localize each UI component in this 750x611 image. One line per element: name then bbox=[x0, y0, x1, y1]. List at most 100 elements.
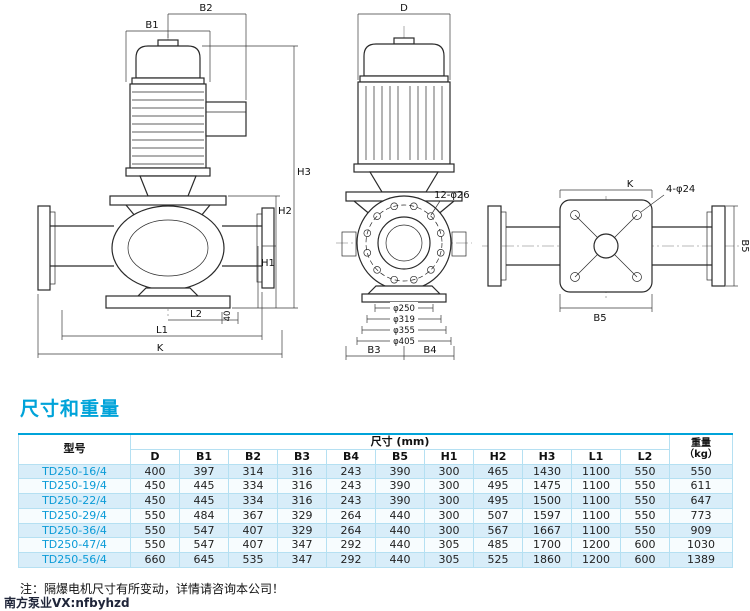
weight-cell: 611 bbox=[669, 478, 733, 494]
weight-cell: 647 bbox=[669, 493, 733, 509]
dim-cell-b5: 390 bbox=[375, 463, 425, 480]
technical-drawings: B2 B1 H3 H2 H1 L2 40 L1 K bbox=[37, 3, 750, 360]
dim-cell-h2: 495 bbox=[473, 493, 523, 509]
header-dimensions-group: 尺寸 (mm) bbox=[130, 433, 670, 450]
model-cell: TD250-47/4 bbox=[18, 537, 131, 553]
dim-label-d: D bbox=[400, 3, 408, 14]
header-weight: 重量 （kg） bbox=[669, 433, 733, 465]
dim-cell-b4: 264 bbox=[326, 522, 376, 539]
lifting-eye bbox=[157, 39, 179, 47]
dim-cell-l1: 1200 bbox=[571, 537, 621, 553]
lantern-adapter bbox=[368, 171, 440, 193]
model-cell: TD250-29/4 bbox=[18, 507, 131, 524]
dim-cell-h1: 300 bbox=[424, 493, 474, 509]
dim-cell-b1: 445 bbox=[179, 478, 229, 494]
dim-cell-h3: 1700 bbox=[522, 537, 572, 553]
header-dim-l1: L1 bbox=[571, 448, 621, 465]
fan-cover bbox=[363, 43, 445, 77]
dim-cell-h1: 305 bbox=[424, 552, 474, 568]
weight-cell: 1030 bbox=[669, 537, 733, 553]
dim-cell-b4: 264 bbox=[326, 507, 376, 524]
header-dim-b5: B5 bbox=[375, 448, 425, 465]
dim-cell-b3: 316 bbox=[277, 493, 327, 509]
dim-cell-l2: 600 bbox=[620, 552, 670, 568]
dim-cell-b5: 440 bbox=[375, 537, 425, 553]
dim-cell-d: 450 bbox=[130, 493, 180, 509]
dim-cell-h2: 485 bbox=[473, 537, 523, 553]
dim-label-l1: L1 bbox=[156, 325, 168, 336]
discharge-flange bbox=[261, 207, 275, 289]
suction-flange bbox=[487, 205, 502, 287]
front-view-dimension-lines bbox=[345, 13, 455, 360]
dim-cell-b4: 243 bbox=[326, 493, 376, 509]
dim-cell-b1: 484 bbox=[179, 507, 229, 524]
model-cell: TD250-22/4 bbox=[18, 493, 131, 509]
dim-label-h2: H2 bbox=[278, 206, 292, 217]
header-weight-line2: （kg） bbox=[684, 449, 718, 461]
dim-cell-b4: 292 bbox=[326, 552, 376, 568]
dim-cell-b5: 390 bbox=[375, 478, 425, 494]
dim-cell-h3: 1475 bbox=[522, 478, 572, 494]
dim-cell-h1: 300 bbox=[424, 507, 474, 524]
dim-cell-h2: 525 bbox=[473, 552, 523, 568]
model-cell: TD250-36/4 bbox=[18, 522, 131, 539]
dim-cell-d: 450 bbox=[130, 478, 180, 494]
weight-cell: 1389 bbox=[669, 552, 733, 568]
terminal-box bbox=[205, 101, 247, 137]
dim-label-phi250: φ250 bbox=[393, 304, 415, 314]
pump-foot bbox=[136, 287, 200, 297]
shaft-center bbox=[593, 233, 619, 259]
dim-cell-l2: 550 bbox=[620, 463, 670, 480]
dim-cell-l1: 1100 bbox=[571, 507, 621, 524]
header-dim-b1: B1 bbox=[179, 448, 229, 465]
dim-label-h1: H1 bbox=[261, 258, 275, 269]
table-body: TD250-16/4 400 397 314 316 243 390 300 4… bbox=[18, 463, 733, 568]
dim-cell-b4: 243 bbox=[326, 463, 376, 480]
fan-cover-flange bbox=[359, 75, 449, 83]
header-dim-b4: B4 bbox=[326, 448, 376, 465]
table-row: TD250-19/4 450 445 334 316 243 390 300 4… bbox=[18, 478, 733, 494]
model-cell: TD250-19/4 bbox=[18, 478, 131, 494]
table-row: TD250-36/4 550 547 407 329 264 440 300 5… bbox=[18, 522, 733, 539]
dim-cell-h2: 567 bbox=[473, 522, 523, 539]
pump-side-view bbox=[37, 34, 275, 316]
lifting-eye bbox=[393, 37, 415, 45]
dim-cell-h1: 305 bbox=[424, 537, 474, 553]
dim-label-40: 40 bbox=[223, 311, 233, 322]
motor-fins bbox=[365, 86, 443, 160]
dim-cell-l1: 1100 bbox=[571, 522, 621, 539]
dim-cell-b2: 407 bbox=[228, 537, 278, 553]
model-cell: TD250-56/4 bbox=[18, 552, 131, 568]
dim-cell-b2: 314 bbox=[228, 463, 278, 480]
dim-cell-b3: 329 bbox=[277, 522, 327, 539]
motor-stool bbox=[109, 195, 227, 206]
dim-cell-l1: 1200 bbox=[571, 552, 621, 568]
volute-side-tab bbox=[451, 231, 467, 257]
fan-cover bbox=[135, 45, 201, 79]
dim-cell-d: 660 bbox=[130, 552, 180, 568]
dim-cell-h3: 1500 bbox=[522, 493, 572, 509]
header-dim-h2: H2 bbox=[473, 448, 523, 465]
dim-cell-b5: 440 bbox=[375, 552, 425, 568]
dim-cell-h1: 300 bbox=[424, 478, 474, 494]
dim-cell-h1: 300 bbox=[424, 522, 474, 539]
dim-label-phi355: φ355 bbox=[393, 326, 415, 336]
table-row: TD250-56/4 660 645 535 347 292 440 305 5… bbox=[18, 552, 733, 568]
dim-label-phi405: φ405 bbox=[393, 337, 415, 347]
volute-casing bbox=[111, 205, 225, 291]
dim-cell-d: 400 bbox=[130, 463, 180, 480]
dim-cell-b3: 347 bbox=[277, 537, 327, 553]
dim-label-bolt-holes-12: 12-φ26 bbox=[434, 190, 470, 201]
weight-cell: 909 bbox=[669, 522, 733, 539]
dim-cell-l1: 1100 bbox=[571, 478, 621, 494]
side-view-dimension-lines bbox=[37, 13, 298, 358]
weight-cell: 773 bbox=[669, 507, 733, 524]
dim-cell-l2: 550 bbox=[620, 522, 670, 539]
discharge-flange bbox=[711, 205, 726, 287]
bolt-circle bbox=[365, 204, 443, 282]
dim-cell-l1: 1100 bbox=[571, 463, 621, 480]
dim-cell-b1: 547 bbox=[179, 537, 229, 553]
header-weight-line1: 重量 bbox=[691, 437, 711, 449]
dim-cell-l2: 550 bbox=[620, 507, 670, 524]
table-row: TD250-22/4 450 445 334 316 243 390 300 4… bbox=[18, 493, 733, 509]
